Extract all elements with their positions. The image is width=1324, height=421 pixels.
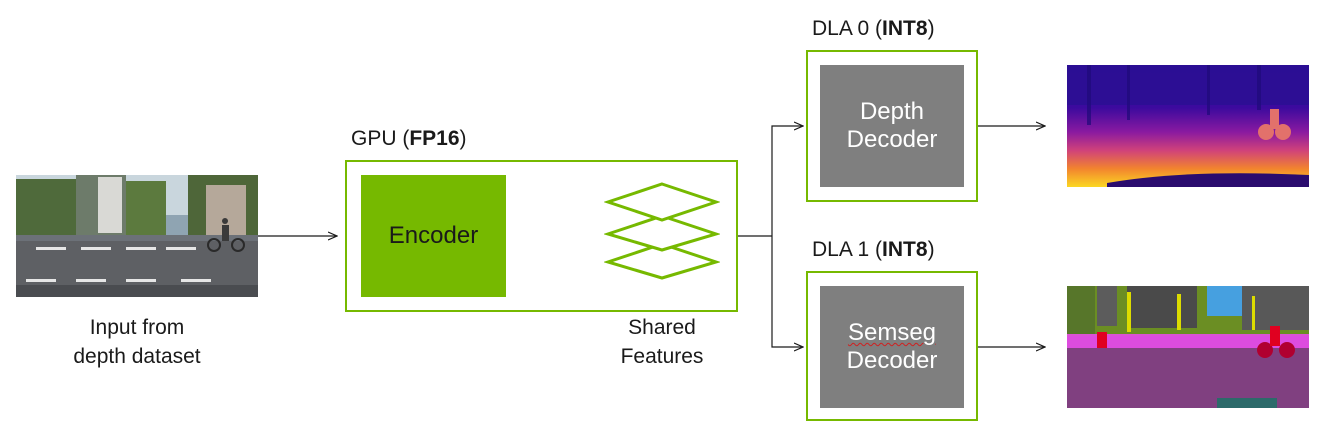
depth-decoder-line1: Depth bbox=[859, 98, 925, 125]
layers-icon bbox=[604, 182, 720, 280]
input-caption: Input from depth dataset bbox=[73, 316, 201, 368]
encoder-block: Encoder bbox=[361, 175, 506, 297]
semseg-decoder-line1: Semseg bbox=[847, 319, 937, 346]
dla1-label: DLA 1 (INT8) bbox=[812, 238, 935, 261]
semseg-decoder-block: Semseg Decoder bbox=[820, 286, 964, 408]
input-street-image bbox=[16, 175, 258, 297]
dla0-label: DLA 0 (INT8) bbox=[812, 17, 935, 40]
encoder-label: Encoder bbox=[388, 222, 479, 249]
arrow-to-dla1 bbox=[771, 236, 803, 347]
semseg-output-image bbox=[1067, 286, 1309, 408]
depth-decoder-block: Depth Decoder bbox=[820, 65, 964, 187]
gpu-label: GPU (FP16) bbox=[351, 127, 467, 150]
depth-decoder-line2: Decoder bbox=[846, 126, 938, 153]
arrow-to-dla0 bbox=[771, 126, 803, 236]
shared-features-caption: Shared Features bbox=[620, 316, 704, 368]
semseg-decoder-line2: Decoder bbox=[846, 347, 938, 374]
depth-output-image bbox=[1067, 65, 1309, 187]
